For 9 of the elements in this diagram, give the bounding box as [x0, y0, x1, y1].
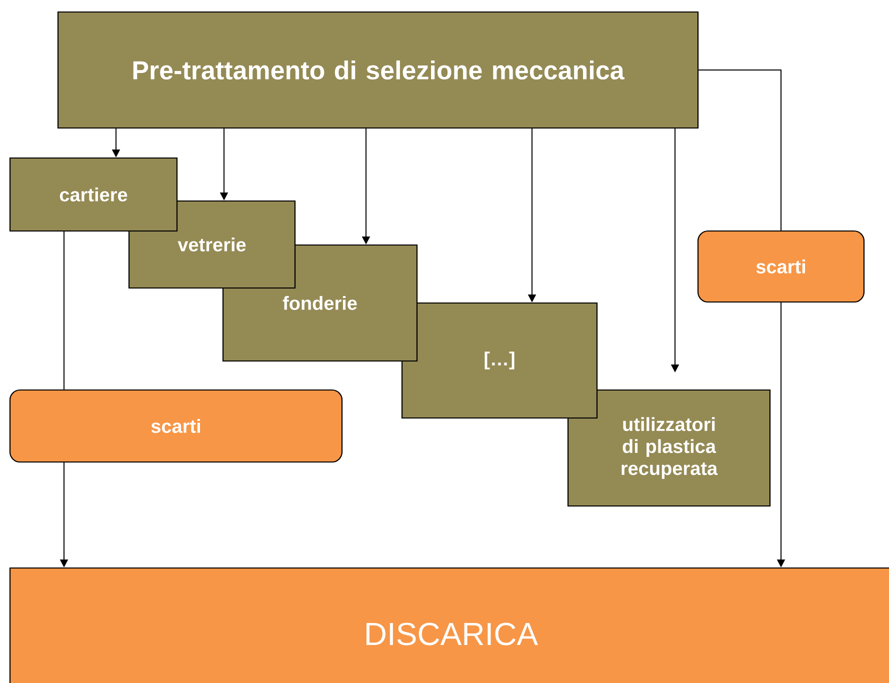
process-box: cartiere [9, 157, 178, 232]
connector-line [698, 70, 782, 231]
process-box: Pre-trattamento di selezione meccanica [57, 11, 699, 129]
waste-box: scarti [697, 230, 865, 303]
process-box: vetrerie [128, 200, 296, 289]
process-box: utilizzatori di plastica recuperata [567, 389, 771, 507]
process-box: […] [401, 302, 598, 419]
landfill-box: DISCARICA [9, 567, 889, 683]
waste-box: scarti [9, 389, 343, 463]
